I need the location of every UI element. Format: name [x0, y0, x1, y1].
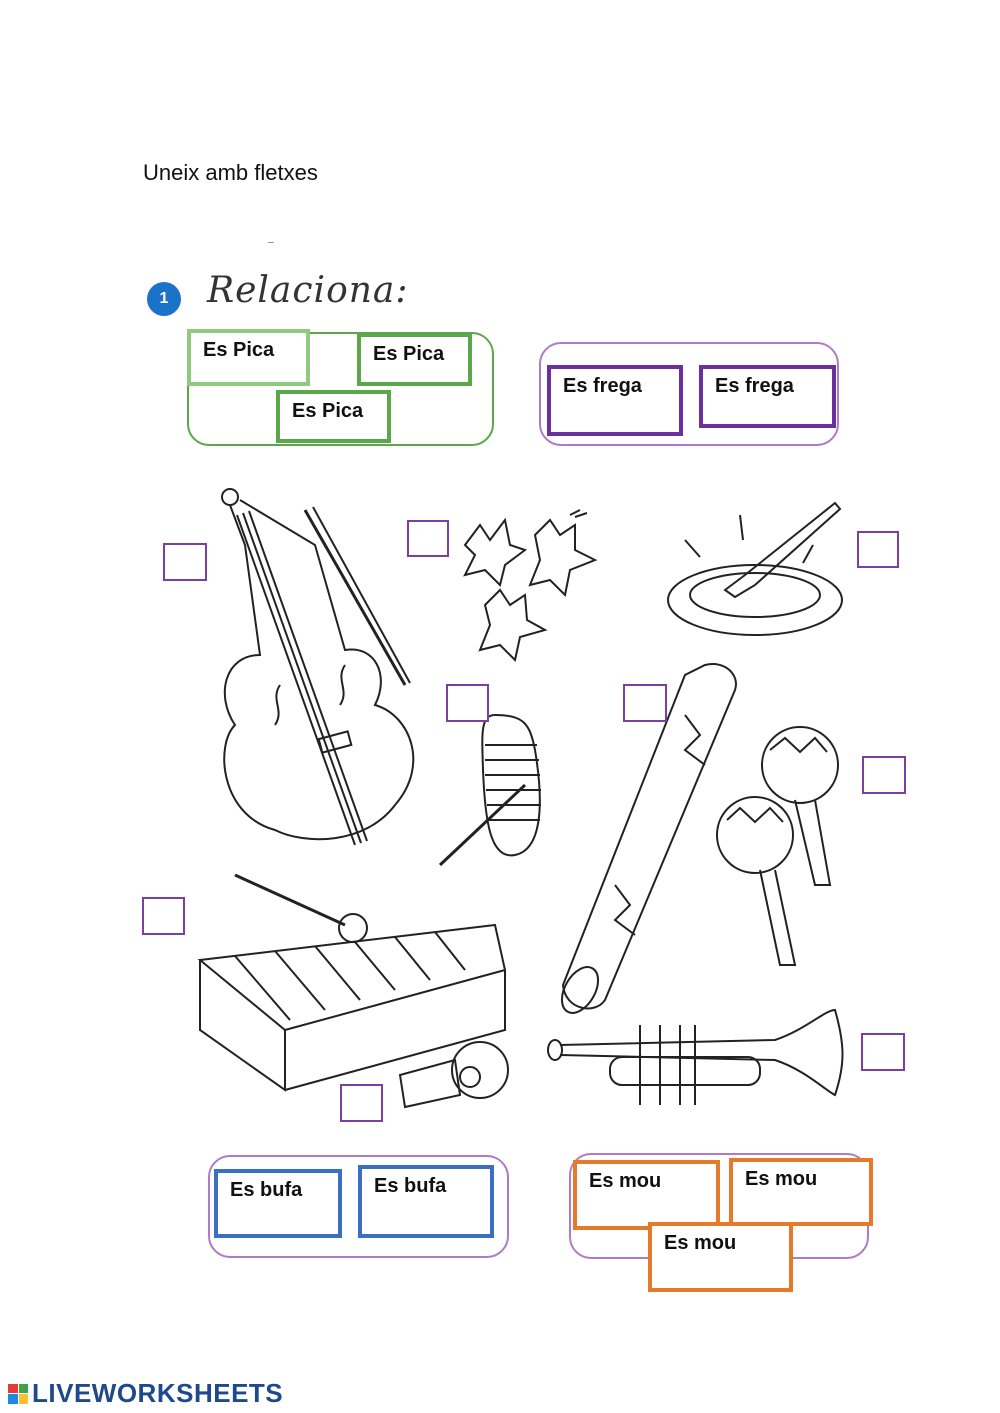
mou-label-3[interactable]: Es mou — [648, 1222, 793, 1292]
frega-label-2[interactable]: Es frega — [699, 365, 836, 428]
rainstick-drawing — [555, 655, 745, 1015]
liveworksheets-logo-icon — [8, 1383, 28, 1404]
answer-box-plate[interactable] — [857, 531, 899, 568]
cello-drawing — [205, 485, 425, 880]
instruction-text: Uneix amb fletxes — [143, 160, 318, 185]
answer-box-whistle[interactable] — [340, 1084, 383, 1122]
answer-box-maracas[interactable] — [862, 756, 906, 794]
footer-brand-text: LIVEWORKSHEETS — [32, 1378, 284, 1408]
exercise-number-badge: 1 — [147, 282, 181, 316]
pica-label-3[interactable]: Es Pica — [276, 390, 391, 443]
answer-box-cello[interactable] — [163, 543, 207, 581]
exercise-title: Relaciona: — [207, 270, 409, 311]
leaves-drawing — [455, 505, 605, 665]
mou-label-2[interactable]: Es mou — [729, 1158, 873, 1226]
maracas-drawing — [715, 720, 855, 970]
stray-mark — [268, 242, 274, 243]
bufa-group — [208, 1155, 509, 1258]
frega-label-1[interactable]: Es frega — [547, 365, 683, 436]
frega-group — [539, 342, 839, 446]
answer-box-leaves[interactable] — [407, 520, 449, 557]
xylophone-drawing — [195, 870, 510, 1095]
whistle-drawing — [395, 1035, 515, 1115]
bufa-label-1[interactable]: Es bufa — [214, 1169, 342, 1238]
trumpet-drawing — [545, 1005, 845, 1110]
answer-box-rainstick[interactable] — [623, 684, 667, 722]
bufa-label-2[interactable]: Es bufa — [358, 1165, 494, 1238]
answer-box-guiro[interactable] — [446, 684, 489, 722]
answer-box-trumpet[interactable] — [861, 1033, 905, 1071]
guiro-drawing — [435, 710, 560, 870]
answer-box-xylophone[interactable] — [142, 897, 185, 935]
footer-brand: LIVEWORKSHEETS — [8, 1378, 283, 1409]
pica-group — [187, 332, 494, 446]
pica-label-1[interactable]: Es Pica — [187, 329, 310, 386]
pica-label-2[interactable]: Es Pica — [357, 333, 472, 386]
plate-fork-drawing — [665, 495, 845, 640]
mou-label-1[interactable]: Es mou — [573, 1160, 720, 1230]
